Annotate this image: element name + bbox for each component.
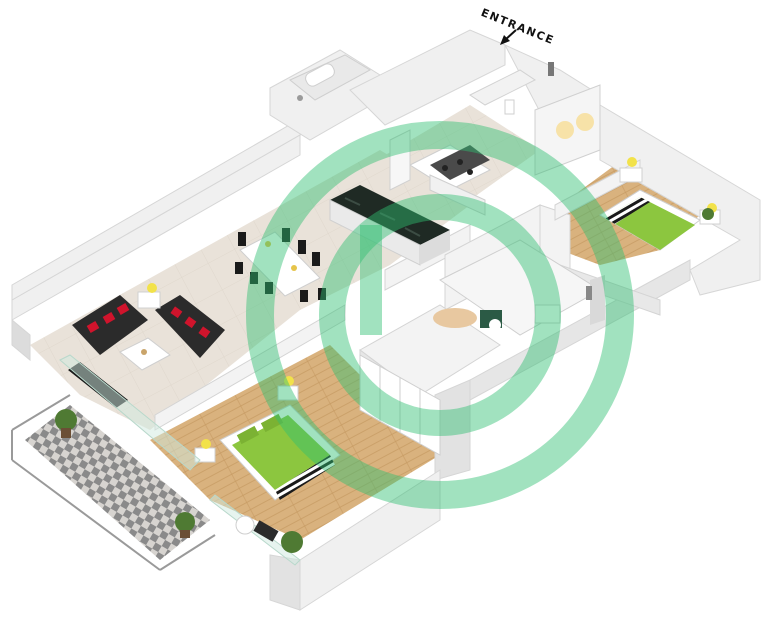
kitchen-island — [329, 185, 450, 266]
entrance-bath — [469, 62, 554, 115]
bathroom-center — [433, 239, 605, 336]
balcony-plants — [55, 208, 714, 553]
side-table-lamp — [137, 283, 161, 309]
dining-set — [235, 228, 326, 302]
wardrobe-master — [359, 354, 441, 456]
master-bed — [194, 376, 341, 501]
balcony-railing — [11, 394, 216, 571]
bathroom-top — [289, 54, 372, 101]
wardrobe-second — [534, 84, 601, 176]
balcony-floor — [25, 405, 210, 560]
sofa-left — [72, 295, 148, 355]
lounge-chair — [235, 515, 279, 542]
ring-logo-watermark — [246, 121, 634, 509]
arrow-down-left-icon — [500, 29, 517, 45]
sofa-right — [155, 295, 225, 358]
coffee-table — [119, 337, 171, 371]
kitchen — [389, 129, 492, 216]
